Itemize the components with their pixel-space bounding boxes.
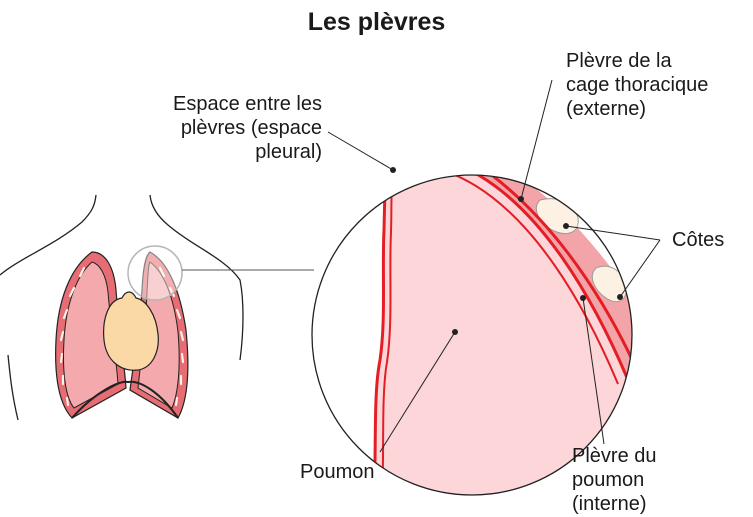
label-espace-pleural: Espace entre les plèvres (espace pleural…: [108, 92, 322, 164]
label-plevre-externe: Plèvre de la cage thoracique (externe): [566, 49, 751, 121]
magnifier-small: [128, 246, 182, 300]
label-plevre-interne: Plèvre du poumon (interne): [572, 444, 742, 516]
torso-figure: [0, 195, 243, 420]
label-poumon: Poumon: [300, 460, 420, 484]
leader-plevre-externe: [521, 80, 552, 199]
leader-espace-pleural: [328, 132, 393, 170]
label-cotes: Côtes: [672, 228, 752, 252]
leader-cotes-2: [620, 240, 660, 297]
